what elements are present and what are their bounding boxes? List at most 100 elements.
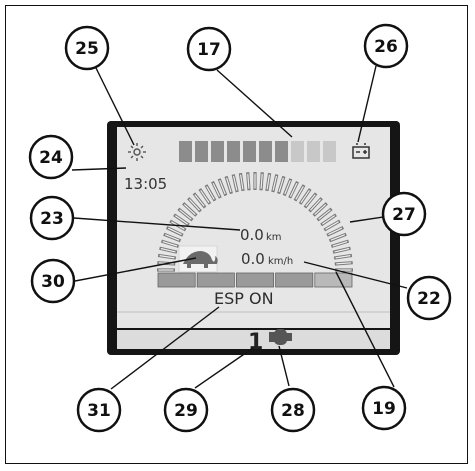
light-bulb-icon bbox=[128, 143, 146, 161]
engine-icon bbox=[269, 329, 292, 345]
speed-arc-tick-inner bbox=[200, 189, 210, 204]
callout-26: 26 bbox=[363, 23, 409, 69]
speed-arc-tick-inner bbox=[314, 203, 327, 216]
power-bar-segment bbox=[275, 272, 314, 288]
speed-arc-tick-inner bbox=[179, 209, 192, 220]
speed-arc-tick-inner bbox=[260, 173, 263, 189]
callout-circle bbox=[30, 258, 76, 304]
speed-arc-tick-inner bbox=[206, 186, 215, 200]
power-bar-segment bbox=[157, 272, 196, 288]
power-bar-segment bbox=[235, 272, 274, 288]
speed-arc-tick-inner bbox=[332, 241, 348, 247]
speed-arc-tick-inner bbox=[160, 247, 176, 253]
speed-arc-tick-inner bbox=[183, 203, 196, 216]
speed-arc-tick-inner bbox=[174, 215, 189, 225]
callout-circle bbox=[361, 385, 407, 431]
speed-arc-tick-inner bbox=[300, 189, 310, 204]
battery-level-segment bbox=[211, 141, 224, 162]
speed-arc-tick-inner bbox=[232, 175, 238, 191]
speed-arc-tick-inner bbox=[167, 227, 182, 236]
clock-text: 13:05 bbox=[124, 175, 167, 193]
battery-level-segment bbox=[243, 141, 256, 162]
gear-indicator: 1 bbox=[248, 330, 263, 355]
callout-17: 17 bbox=[186, 26, 232, 72]
callout-29: 29 bbox=[163, 387, 209, 433]
speed-arc-tick-inner bbox=[328, 227, 343, 236]
speed-arc-tick-inner bbox=[330, 234, 346, 241]
speed-arc-tick-inner bbox=[219, 179, 226, 195]
callout-label: 19 bbox=[372, 399, 396, 419]
callout-circle bbox=[186, 26, 232, 72]
speed-arc-tick-inner bbox=[266, 174, 270, 190]
callout-25: 25 bbox=[64, 25, 110, 71]
speed-arc-tick-inner bbox=[272, 175, 278, 191]
callout-label: 23 bbox=[40, 209, 64, 229]
callout-circle bbox=[64, 25, 110, 71]
callout-circle bbox=[270, 387, 316, 433]
speed-arc-tick-inner bbox=[289, 182, 298, 197]
callouts: 25 17 26 24 23 27 30 22 31 29 28 19 bbox=[28, 23, 452, 433]
speed-arc-tick-inner bbox=[336, 262, 352, 265]
leader-lines bbox=[71, 65, 408, 390]
callout-label: 22 bbox=[417, 289, 441, 309]
callout-30: 30 bbox=[30, 258, 76, 304]
speed-arc-tick-inner bbox=[305, 194, 316, 207]
speed-arc-tick-inner bbox=[164, 234, 180, 241]
callout-22: 22 bbox=[406, 275, 452, 321]
battery-level-segment bbox=[195, 141, 208, 162]
speed-arc-tick-inner bbox=[162, 241, 178, 247]
battery-level-bar bbox=[179, 141, 336, 162]
speed-arc-tick-inner bbox=[188, 198, 201, 211]
speed-arc-tick-inner bbox=[278, 177, 284, 193]
callout-28: 28 bbox=[270, 387, 316, 433]
speed-arc-tick-inner bbox=[159, 255, 175, 259]
callout-circle bbox=[363, 23, 409, 69]
callout-19: 19 bbox=[361, 385, 407, 431]
trip-value: 0.0 bbox=[240, 226, 264, 244]
esp-status-text: ESP ON bbox=[214, 289, 274, 308]
callout-label: 24 bbox=[39, 148, 63, 168]
callout-label: 31 bbox=[87, 401, 111, 421]
speed-arc-tick-inner bbox=[284, 179, 291, 195]
battery-level-segment bbox=[323, 141, 336, 162]
power-bar bbox=[157, 272, 353, 288]
speed-arc bbox=[157, 172, 353, 272]
callout-23: 23 bbox=[29, 195, 75, 241]
battery-level-segment bbox=[227, 141, 240, 162]
battery-level-segment bbox=[275, 141, 288, 162]
callout-circle bbox=[28, 134, 74, 180]
speed-arc-tick-inner bbox=[226, 177, 232, 193]
callout-circle bbox=[29, 195, 75, 241]
figure-frame bbox=[5, 5, 468, 464]
battery-level-segment bbox=[259, 141, 272, 162]
power-bar-segment bbox=[314, 272, 353, 288]
speed-arc-tick-inner bbox=[212, 182, 221, 197]
speed-arc-tick-inner bbox=[309, 198, 322, 211]
callout-label: 30 bbox=[41, 272, 65, 292]
callout-label: 26 bbox=[374, 37, 398, 57]
battery-icon bbox=[352, 143, 370, 159]
speed-unit: km/h bbox=[268, 256, 293, 267]
callout-label: 17 bbox=[197, 40, 221, 60]
callout-circle bbox=[76, 387, 122, 433]
callout-label: 29 bbox=[174, 401, 198, 421]
speed-arc-tick-inner bbox=[318, 209, 331, 220]
battery-level-segment bbox=[179, 141, 192, 162]
speed-arc-tick-inner bbox=[335, 255, 351, 259]
battery-level-segment bbox=[291, 141, 304, 162]
trip-unit: km bbox=[266, 232, 282, 243]
callout-circle bbox=[163, 387, 209, 433]
speed-arc-tick-inner bbox=[325, 221, 339, 230]
speed-arc-tick-inner bbox=[240, 174, 244, 190]
speed-arc-tick-inner bbox=[321, 215, 336, 225]
callout-24: 24 bbox=[28, 134, 74, 180]
speed-arc-tick-inner bbox=[295, 186, 304, 200]
speed-arc-tick-inner bbox=[194, 194, 205, 207]
callout-27: 27 bbox=[381, 191, 427, 237]
speed-arc-tick-inner bbox=[247, 173, 250, 189]
callout-label: 28 bbox=[281, 401, 305, 421]
battery-level-segment bbox=[307, 141, 320, 162]
callout-circle bbox=[406, 275, 452, 321]
